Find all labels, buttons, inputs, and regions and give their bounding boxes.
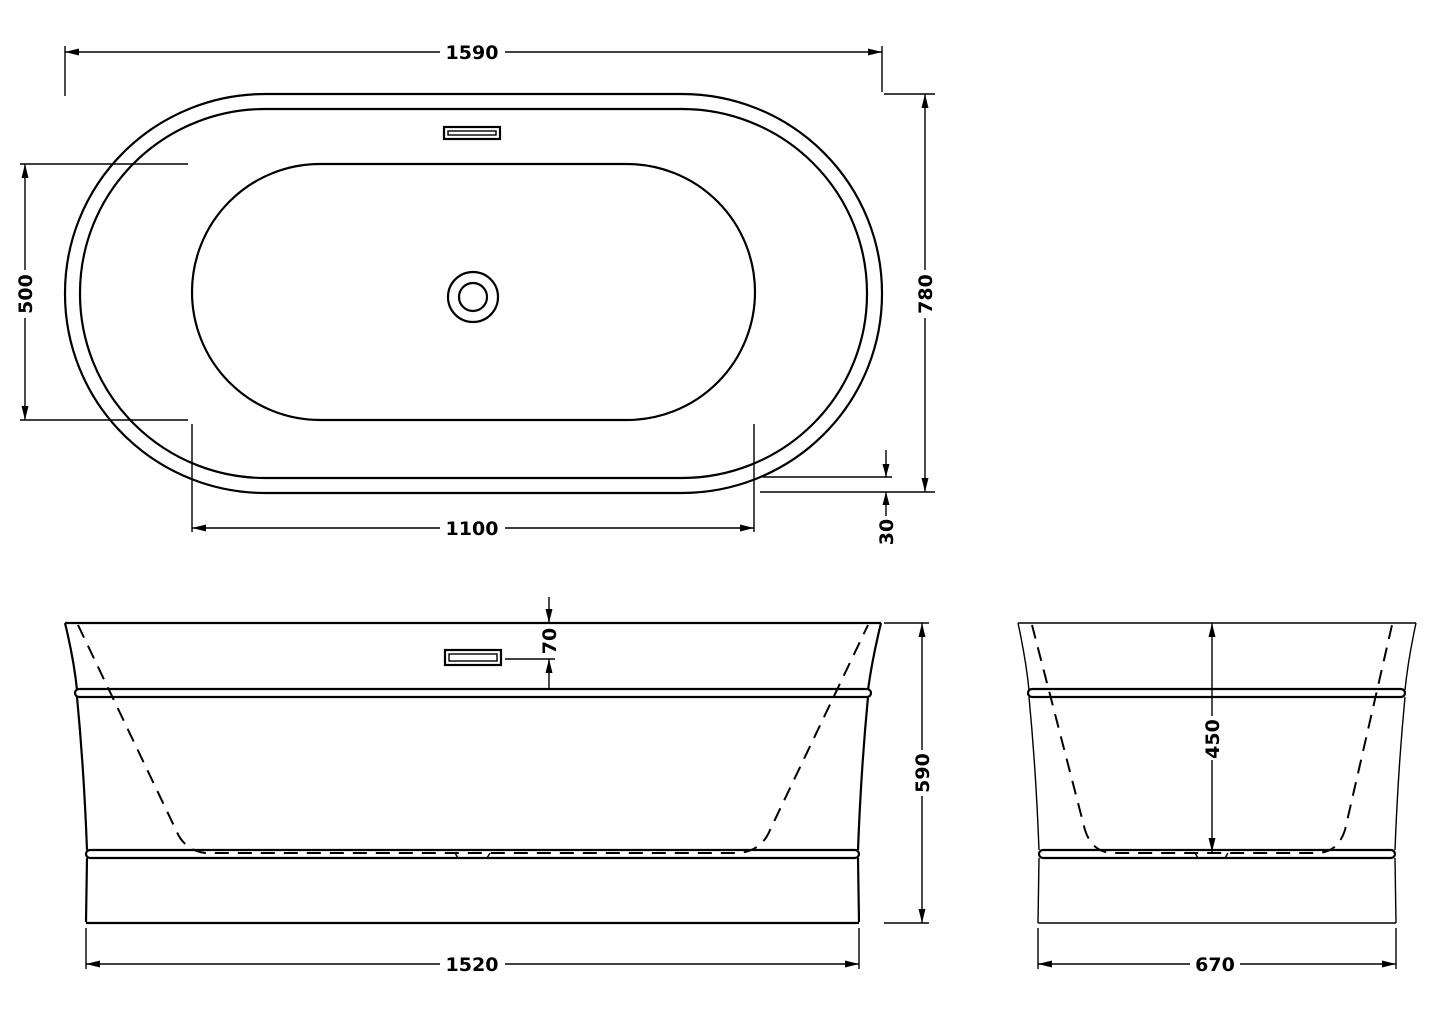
overflow-icon xyxy=(442,125,502,141)
side-hidden-basin xyxy=(1031,624,1393,854)
dim-overflow-offset: 70 xyxy=(539,597,561,688)
side-right-side xyxy=(1394,622,1417,924)
front-elevation: 70 590 1520 xyxy=(63,597,934,976)
front-right-side xyxy=(856,622,883,923)
dim-inner-width: 500 xyxy=(15,163,188,421)
plan-view: 1590 780 500 xyxy=(15,42,937,545)
label-internal-depth: 450 xyxy=(1202,719,1224,759)
front-waste-icon xyxy=(454,852,491,859)
front-upper-band xyxy=(73,687,873,699)
label-overall-length: 1590 xyxy=(446,42,499,64)
label-base-length: 1520 xyxy=(446,954,499,976)
dim-rim-thickness: 30 xyxy=(763,450,898,545)
label-overall-width: 780 xyxy=(915,274,937,314)
dim-inner-length: 1100 xyxy=(191,424,755,540)
front-hidden-basin xyxy=(77,624,869,854)
label-inner-width: 500 xyxy=(15,274,37,314)
dim-internal-depth: 450 xyxy=(1202,623,1224,852)
inner-rim xyxy=(78,107,869,480)
side-upper-band xyxy=(1026,687,1407,699)
label-overflow-offset: 70 xyxy=(539,628,561,654)
dim-base-width: 670 xyxy=(1037,928,1397,976)
dim-overall-width: 780 xyxy=(760,93,937,493)
outer-rim xyxy=(63,92,884,495)
side-waste-icon xyxy=(1194,852,1229,859)
label-height: 590 xyxy=(912,753,934,793)
dim-base-length: 1520 xyxy=(85,928,860,976)
front-overflow-icon xyxy=(443,648,555,667)
dim-overall-length: 1590 xyxy=(64,42,883,96)
front-left-side xyxy=(63,622,89,923)
label-base-width: 670 xyxy=(1195,954,1235,976)
label-rim-thickness: 30 xyxy=(876,519,898,545)
basin-outline xyxy=(190,162,757,422)
label-inner-length: 1100 xyxy=(446,518,499,540)
side-elevation: 450 670 xyxy=(1017,622,1417,976)
side-left-side xyxy=(1017,622,1040,924)
dim-height: 590 xyxy=(884,622,934,924)
waste-icon xyxy=(446,270,500,324)
